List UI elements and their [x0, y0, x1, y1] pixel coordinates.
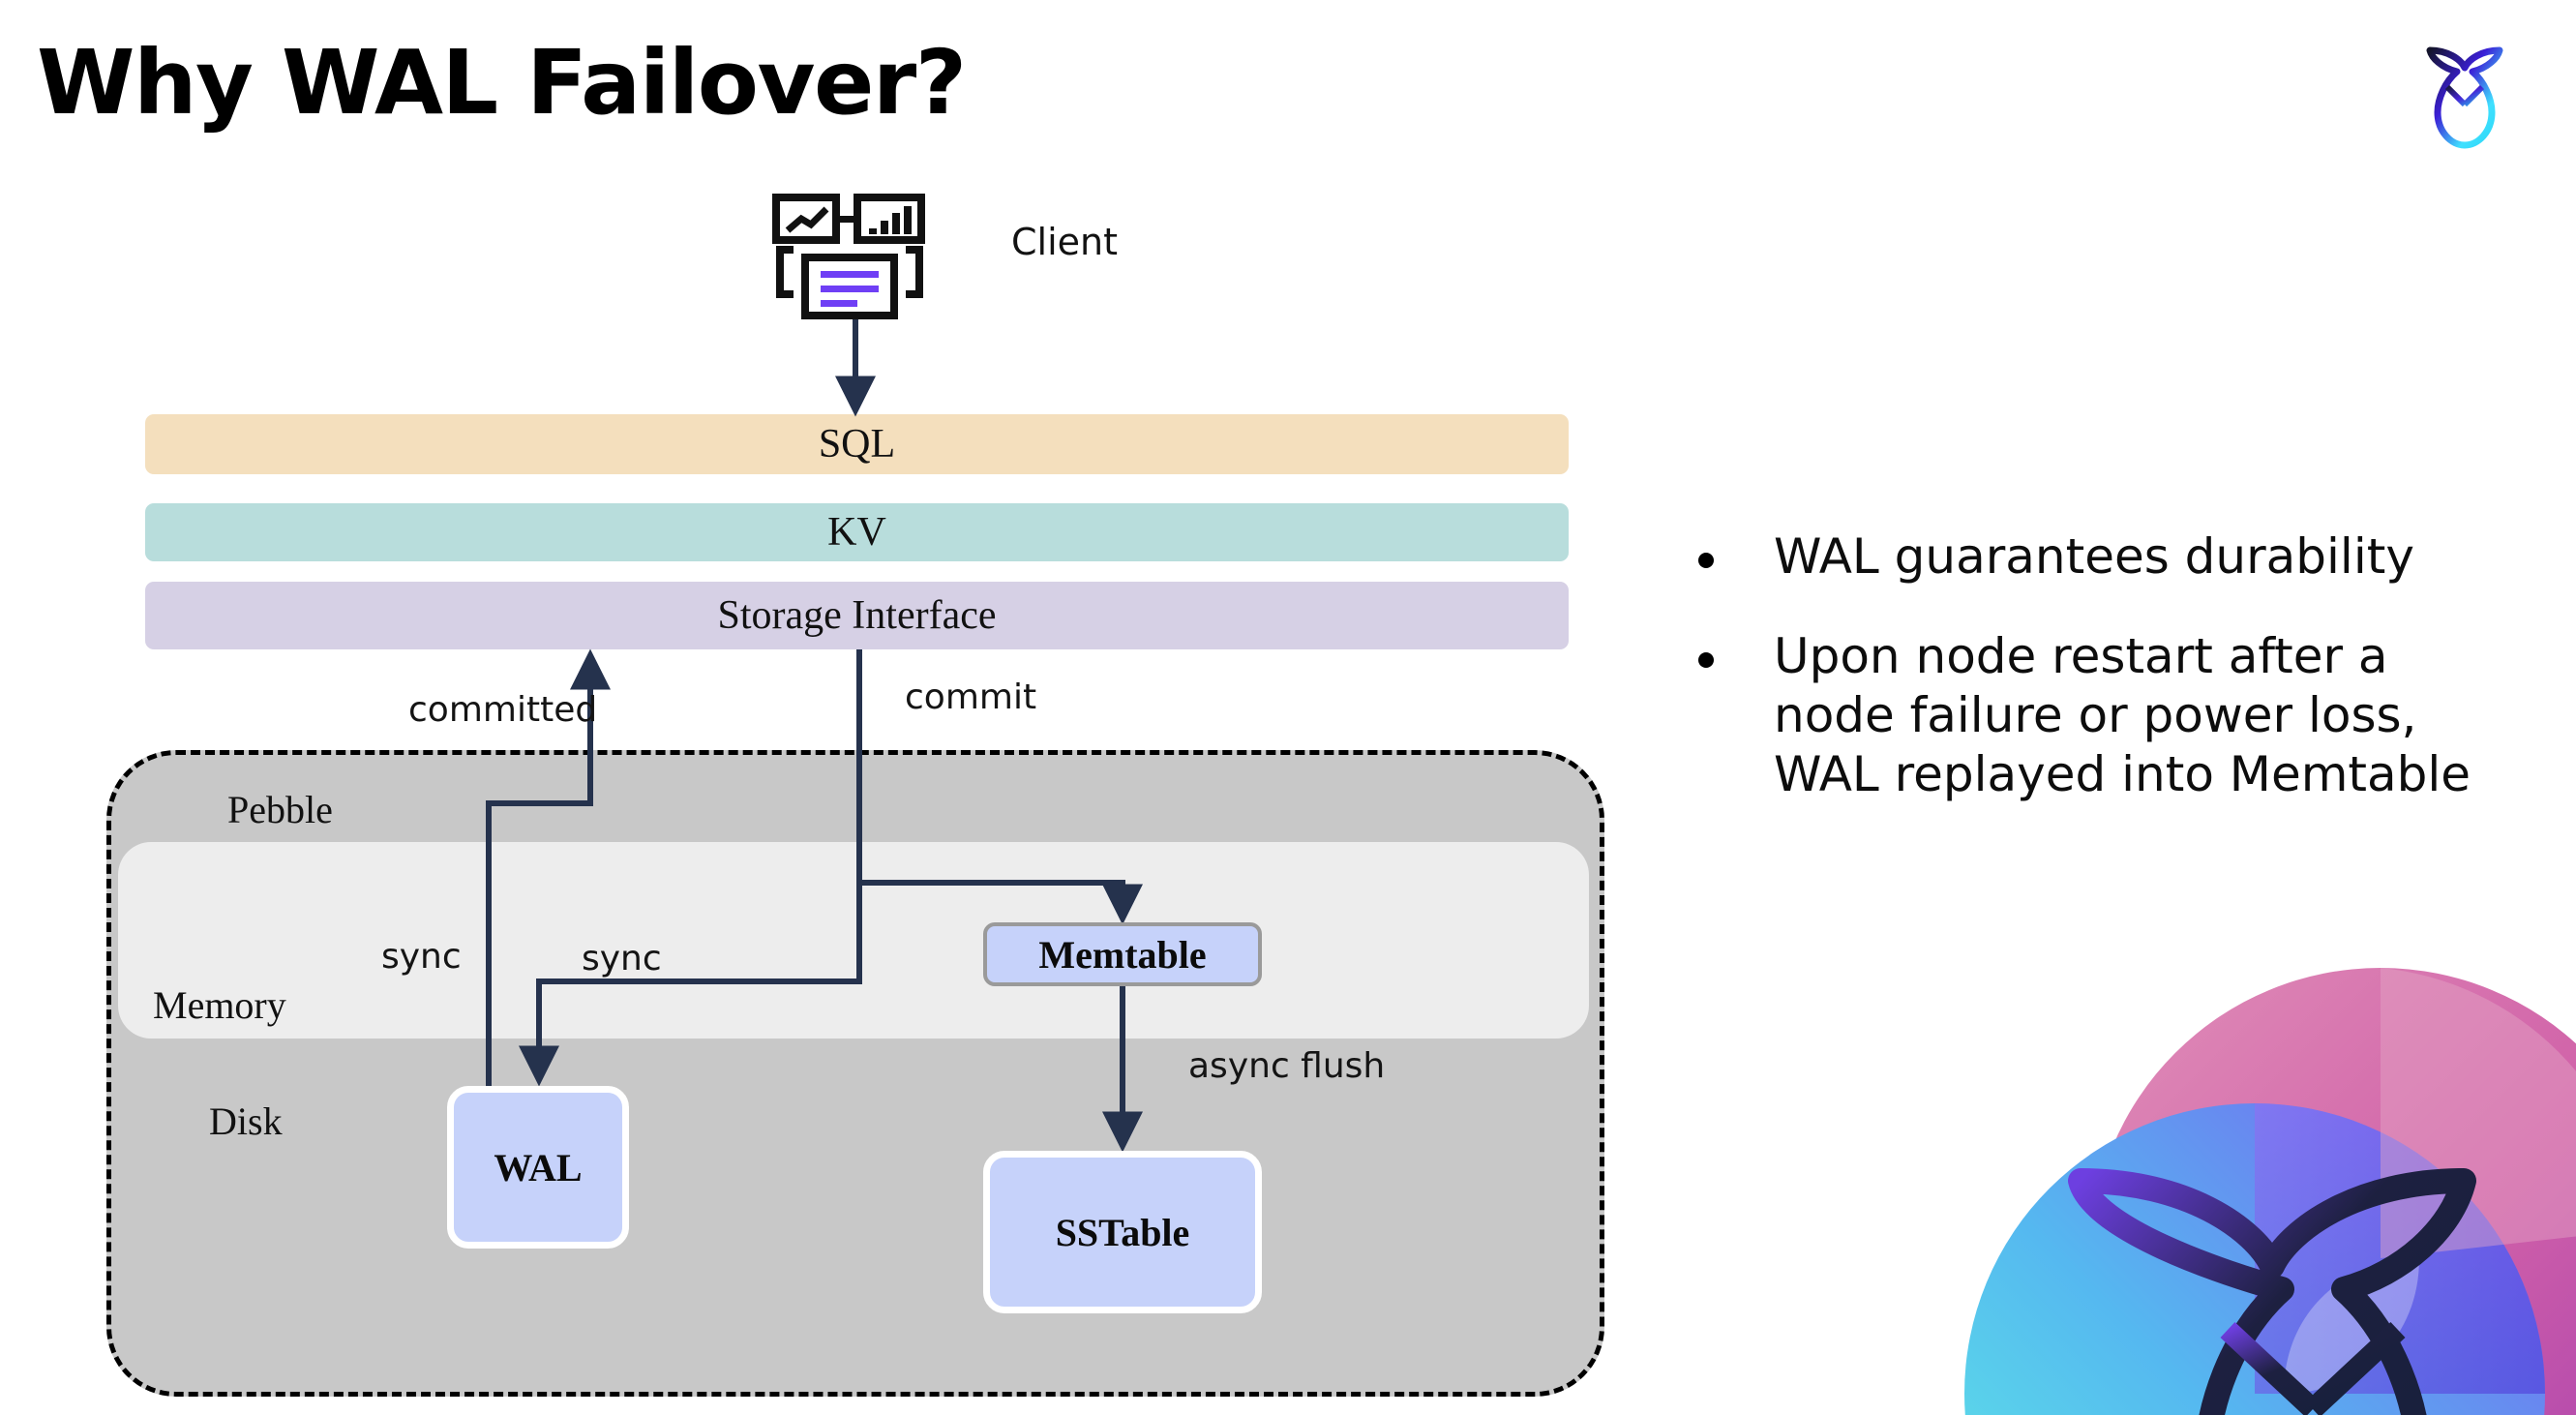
cockroach-logo-icon: [2405, 31, 2526, 152]
node-sstable-label: SSTable: [1055, 1210, 1190, 1254]
pebble-label: Pebble: [227, 788, 333, 831]
bullet-dot-icon: [1698, 652, 1714, 668]
node-memtable[interactable]: Memtable: [983, 922, 1262, 986]
list-item: Upon node restart after a node failure o…: [1698, 627, 2501, 804]
layer-bar-storage-interface[interactable]: Storage Interface: [145, 582, 1569, 649]
node-wal[interactable]: WAL: [447, 1086, 629, 1249]
list-item: WAL guarantees durability: [1698, 527, 2501, 587]
client-dashboard-icon: [772, 194, 927, 319]
bullet-list: WAL guarantees durability Upon node rest…: [1698, 527, 2501, 845]
page-title: Why WAL Failover?: [37, 31, 967, 135]
layer-label-storage-interface: Storage Interface: [717, 593, 997, 638]
architecture-diagram: Client SQL KV Storage Interface Pebble M…: [106, 194, 1604, 1397]
client-label: Client: [1011, 221, 1119, 263]
edge-label-async-flush: async flush: [1188, 1046, 1386, 1086]
edge-label-sync-right: sync: [582, 939, 662, 978]
disk-label: Disk: [209, 1099, 283, 1143]
diagram-edges: [486, 319, 1143, 1153]
node-sstable[interactable]: SSTable: [983, 1151, 1262, 1313]
memory-region: [118, 842, 1589, 1039]
edge-label-commit: commit: [905, 677, 1037, 717]
edge-label-sync-left: sync: [381, 937, 462, 977]
layer-bar-sql[interactable]: SQL: [145, 414, 1569, 474]
node-wal-label: WAL: [494, 1145, 583, 1189]
memory-label: Memory: [153, 983, 286, 1027]
layer-label-sql: SQL: [818, 422, 896, 467]
layer-bar-kv[interactable]: KV: [145, 503, 1569, 561]
bullet-text: WAL guarantees durability: [1774, 528, 2414, 585]
layer-label-kv: KV: [827, 510, 886, 555]
decorative-circles-graphic: [1964, 939, 2576, 1415]
edge-label-committed: committed: [408, 690, 598, 730]
node-memtable-label: Memtable: [1038, 932, 1207, 977]
bullet-text: Upon node restart after a node failure o…: [1774, 628, 2471, 802]
bullet-dot-icon: [1698, 553, 1714, 568]
